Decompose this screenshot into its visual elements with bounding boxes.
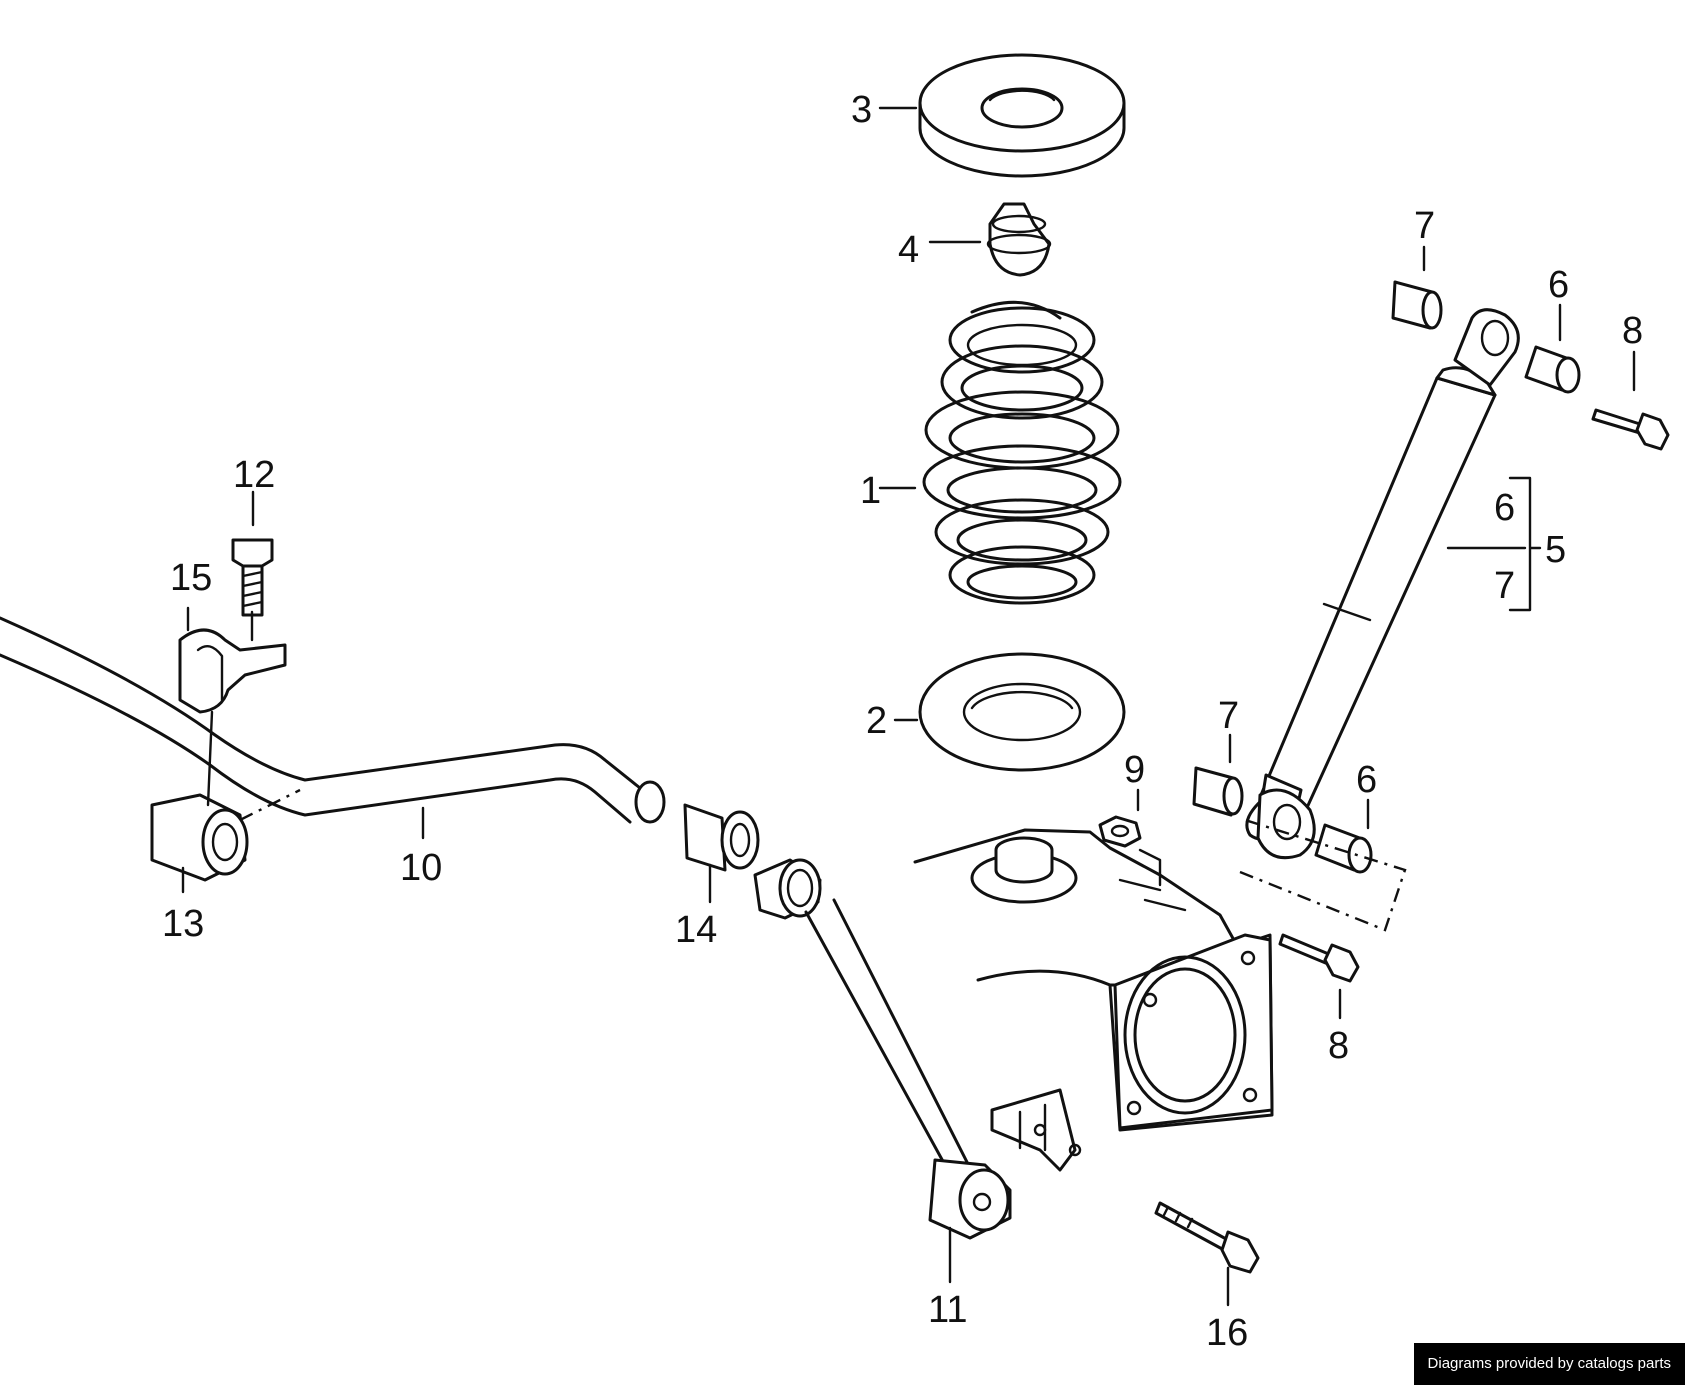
shock-bolt-lower bbox=[1278, 933, 1360, 983]
coil-spring bbox=[922, 300, 1122, 605]
callout-4: 4 bbox=[898, 229, 919, 271]
carrier-bolt bbox=[1154, 1201, 1260, 1274]
callout-6-upper: 6 bbox=[1548, 264, 1569, 306]
clamp-bolt bbox=[231, 538, 274, 617]
anti-roll-bar bbox=[0, 616, 666, 824]
callout-7-upper: 7 bbox=[1414, 205, 1435, 247]
drop-link bbox=[753, 858, 1012, 1240]
shock-sleeve-upper bbox=[1524, 345, 1581, 394]
shock-bushing-lower bbox=[1192, 766, 1244, 817]
anti-roll-bar-bushing bbox=[683, 803, 760, 872]
callout-10: 10 bbox=[400, 847, 442, 889]
clamp-bracket bbox=[178, 628, 287, 714]
leader-lines bbox=[181, 106, 1636, 1307]
shock-bolt-upper bbox=[1591, 408, 1670, 451]
callout-8-lower: 8 bbox=[1328, 1025, 1349, 1067]
callout-9: 9 bbox=[1124, 749, 1145, 791]
callout-1: 1 bbox=[860, 470, 881, 512]
hex-nut bbox=[1098, 815, 1142, 848]
callout-11: 11 bbox=[928, 1289, 967, 1331]
shock-absorber bbox=[1245, 308, 1520, 860]
bump-stop bbox=[986, 202, 1052, 277]
callout-labels: 3 4 1 2 7 6 8 6 7 5 7 6 9 8 10 14 11 16 … bbox=[162, 89, 1643, 1354]
spring-lower-seat bbox=[918, 652, 1126, 772]
callout-16: 16 bbox=[1206, 1312, 1248, 1354]
callout-8-upper: 8 bbox=[1622, 310, 1643, 352]
callout-12: 14 bbox=[675, 909, 717, 951]
callout-3: 3 bbox=[851, 89, 872, 131]
callout-7-lower: 7 bbox=[1218, 695, 1239, 737]
callout-6-lower: 6 bbox=[1356, 759, 1377, 801]
clamp-bushing bbox=[150, 793, 249, 882]
callout-5: 5 bbox=[1545, 529, 1566, 571]
shock-bushing-upper bbox=[1391, 280, 1443, 330]
callout-13: 13 bbox=[162, 903, 204, 945]
callout-15: 12 bbox=[233, 454, 275, 496]
shock-sleeve-lower bbox=[1314, 823, 1373, 874]
credit-badge: Diagrams provided by catalogs parts bbox=[1413, 1343, 1685, 1385]
callout-7-group: 7 bbox=[1494, 565, 1515, 607]
axle-carrier bbox=[913, 828, 1274, 1172]
callout-6-group: 6 bbox=[1494, 487, 1515, 529]
callout-2: 2 bbox=[866, 700, 887, 742]
callout-14: 15 bbox=[170, 557, 212, 599]
spring-top-pad bbox=[918, 53, 1126, 178]
